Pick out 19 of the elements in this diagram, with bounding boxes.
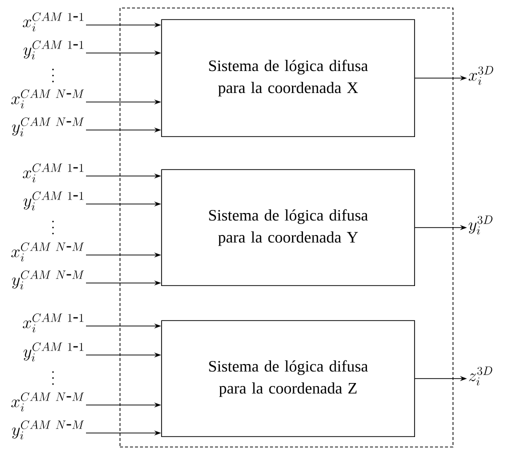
output-variable: $y_i^{3D}$: [468, 216, 492, 234]
output-variable: $z_i^{3D}$: [468, 366, 492, 386]
input-variable: $x_i^{CAM\ N\textit{-}M}$: [11, 242, 84, 262]
process-box: Sistema de lógica difusa para la coordenada Z: [161, 320, 415, 437]
process-box: Sistema de lógica difusa para la coordenada X: [161, 19, 415, 137]
input-variable: $x_i^{CAM\ N\textit{-}M}$: [11, 392, 84, 412]
input-variable: $x_i^{CAM\ N\textit{-}M}$: [11, 89, 84, 108]
input-variable: $y_i^{CAM\ N\textit{-}M}$: [12, 117, 84, 136]
input-variable: $y_i^{CAM\ 1\textit{-}1}$: [24, 342, 84, 362]
input-variable: $x_i^{CAM\ 1\textit{-}1}$: [22, 12, 84, 32]
input-variable: $x_i^{CAM\ 1\textit{-}1}$: [22, 313, 84, 332]
output-variable: $x_i^{3D}$: [468, 66, 494, 85]
process-box: Sistema de lógica difusa para la coordenada Y: [161, 169, 415, 286]
input-variable: $x_i^{CAM\ 1\textit{-}1}$: [22, 163, 84, 182]
input-variable: $y_i^{CAM\ N\textit{-}M}$: [12, 270, 84, 290]
input-variable: $y_i^{CAM\ N\textit{-}M}$: [12, 420, 84, 440]
dashed-frame: [120, 8, 454, 448]
input-variable: $y_i^{CAM\ 1\textit{-}1}$: [24, 191, 84, 210]
input-variable: $y_i^{CAM\ 1\textit{-}1}$: [24, 40, 84, 60]
